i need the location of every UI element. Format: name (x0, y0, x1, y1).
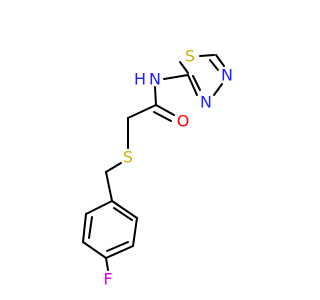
bond-n3-c2-double (192, 75, 201, 91)
benzene-ring (82, 200, 138, 271)
amide-group (127, 74, 189, 122)
bond-benzylch2-ring (105, 171, 113, 202)
sulfur-thioether-label: S (123, 148, 133, 167)
nitrogen-ring-right-label: N (221, 66, 233, 85)
hydrogen-amide-label: H (134, 70, 146, 89)
atom-labels: S N N N H O S F (103, 47, 233, 289)
oxygen-label: O (177, 112, 190, 131)
nitrogen-ring-bottom-label: N (200, 93, 212, 112)
bond-n4-n3 (213, 83, 223, 96)
fluorine-label: F (103, 270, 112, 289)
bond-ring-f (105, 257, 109, 271)
bond-carbonyl-o (155, 104, 175, 116)
bond-c5-n4-double (209, 59, 219, 71)
bond-s-benzylch2 (105, 162, 122, 173)
bond-ring-5 (82, 213, 87, 243)
bond-ring-5-inner (88, 216, 93, 239)
bond-ring-6 (85, 200, 113, 215)
bond-s-c5 (199, 54, 215, 57)
bond-nh-carbonyl (154, 86, 157, 106)
bond-ring-1-inner (113, 207, 133, 221)
bond-ring-3-inner (106, 241, 129, 252)
bond-ring-4 (82, 241, 107, 259)
bond-carbonyl-o-double (153, 111, 172, 122)
bond-ring-3 (105, 245, 134, 259)
bond-c2-nh (163, 74, 189, 80)
bond-carbonyl-ch2 (127, 104, 157, 119)
bond-n3-c2 (187, 74, 198, 96)
thiadiazole-ring (179, 54, 225, 96)
molecule-structure: S N N N H O S F (82, 47, 233, 289)
sulfur-ring-label: S (185, 47, 195, 66)
bond-c5-n4 (215, 54, 225, 67)
bond-ring-2 (132, 217, 138, 247)
nitrogen-amide-label: N (149, 70, 161, 89)
bond-ring-1 (111, 200, 138, 219)
thioether-chain (105, 117, 129, 202)
bond-s-c2 (179, 61, 189, 74)
